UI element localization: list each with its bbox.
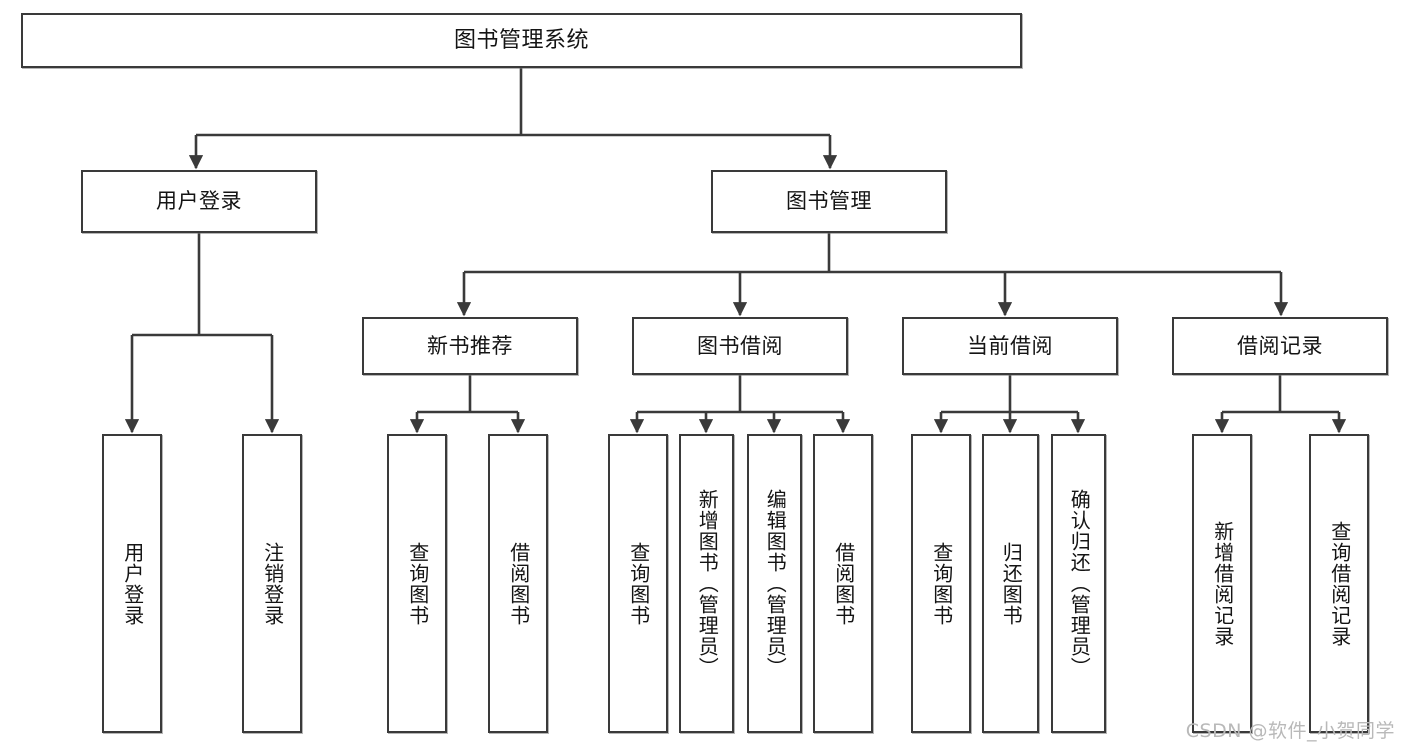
leaf-current-borrow-query-books[interactable]: 查询图书 bbox=[911, 434, 971, 733]
watermark-text: CSDN @软件_小贺同学 bbox=[1185, 720, 1395, 742]
leaf-current-borrow-confirm-return-admin[interactable]: 确认归还（管理员） bbox=[1051, 434, 1106, 733]
node-label: 查询图书 bbox=[405, 541, 430, 626]
leaf-book-borrow-query-books[interactable]: 查询图书 bbox=[608, 434, 668, 733]
node-label: 新增图书（管理员） bbox=[695, 489, 720, 678]
node-label: 注销登录 bbox=[260, 541, 285, 626]
node-root-book-management-system[interactable]: 图书管理系统 bbox=[21, 13, 1022, 68]
leaf-new-book-query-books[interactable]: 查询图书 bbox=[387, 434, 447, 733]
node-label: 图书借阅 bbox=[697, 333, 783, 358]
node-label: 新书推荐 bbox=[427, 333, 513, 358]
node-book-management[interactable]: 图书管理 bbox=[711, 170, 947, 233]
node-label: 借阅图书 bbox=[831, 541, 856, 626]
node-label: 借阅记录 bbox=[1237, 333, 1323, 358]
node-label: 用户登录 bbox=[120, 541, 145, 626]
node-label: 借阅图书 bbox=[506, 541, 531, 626]
leaf-current-borrow-return-books[interactable]: 归还图书 bbox=[982, 434, 1039, 733]
leaf-borrow-record-add-record[interactable]: 新增借阅记录 bbox=[1192, 434, 1252, 733]
node-label: 图书管理 bbox=[786, 189, 872, 214]
node-label: 新增借阅记录 bbox=[1210, 520, 1235, 647]
leaf-new-book-borrow-books[interactable]: 借阅图书 bbox=[488, 434, 548, 733]
node-borrowing-records[interactable]: 借阅记录 bbox=[1172, 317, 1388, 375]
leaf-book-borrow-edit-book-admin[interactable]: 编辑图书（管理员） bbox=[747, 434, 802, 733]
leaf-borrow-record-query-record[interactable]: 查询借阅记录 bbox=[1309, 434, 1369, 733]
node-label: 归还图书 bbox=[999, 541, 1024, 626]
node-book-borrowing[interactable]: 图书借阅 bbox=[632, 317, 848, 375]
leaf-book-borrow-add-book-admin[interactable]: 新增图书（管理员） bbox=[679, 434, 734, 733]
node-label: 查询图书 bbox=[929, 541, 954, 626]
leaf-user-login-signout[interactable]: 注销登录 bbox=[242, 434, 302, 733]
node-label: 当前借阅 bbox=[967, 333, 1053, 358]
node-label: 查询借阅记录 bbox=[1327, 520, 1352, 647]
node-user-login[interactable]: 用户登录 bbox=[81, 170, 317, 233]
node-label: 确认归还（管理员） bbox=[1067, 489, 1092, 678]
leaf-user-login-signin[interactable]: 用户登录 bbox=[102, 434, 162, 733]
node-current-borrowing[interactable]: 当前借阅 bbox=[902, 317, 1118, 375]
node-label: 用户登录 bbox=[156, 189, 242, 214]
node-label: 查询图书 bbox=[626, 541, 651, 626]
node-new-book-recommendation[interactable]: 新书推荐 bbox=[362, 317, 578, 375]
node-label: 编辑图书（管理员） bbox=[763, 489, 788, 678]
leaf-book-borrow-borrow-books[interactable]: 借阅图书 bbox=[813, 434, 873, 733]
node-label: 图书管理系统 bbox=[453, 27, 589, 53]
